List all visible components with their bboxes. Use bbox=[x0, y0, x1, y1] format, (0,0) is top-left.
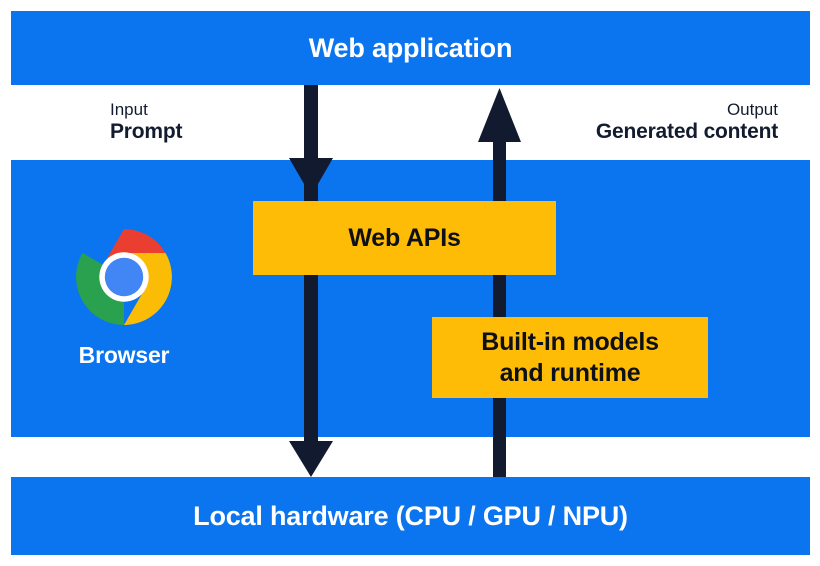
local-hardware-title: Local hardware (CPU / GPU / NPU) bbox=[193, 500, 628, 531]
built-in-models-box[interactable]: Built-in models and runtime bbox=[432, 317, 708, 398]
web-apis-box[interactable]: Web APIs bbox=[253, 201, 556, 275]
browser-label: Browser bbox=[78, 342, 170, 368]
web-application-title: Web application bbox=[308, 32, 513, 63]
input-value: Prompt bbox=[110, 120, 183, 144]
browser-cluster: Browser bbox=[48, 228, 200, 367]
output-caption: Output bbox=[726, 100, 778, 119]
input-caption: Input bbox=[110, 100, 148, 119]
built-in-models-label-line1: Built-in models bbox=[481, 328, 659, 356]
chrome-logo-icon bbox=[76, 228, 172, 326]
web-apis-label: Web APIs bbox=[348, 223, 461, 252]
band-local-hardware: Local hardware (CPU / GPU / NPU) bbox=[11, 477, 810, 555]
built-in-models-label: Built-in models and runtime bbox=[481, 327, 659, 388]
input-label-group: Input Prompt bbox=[110, 100, 183, 145]
output-label-group: Output Generated content bbox=[596, 100, 778, 145]
built-in-models-label-line2: and runtime bbox=[499, 358, 641, 387]
band-web-application: Web application bbox=[11, 11, 810, 85]
output-value: Generated content bbox=[595, 120, 778, 144]
